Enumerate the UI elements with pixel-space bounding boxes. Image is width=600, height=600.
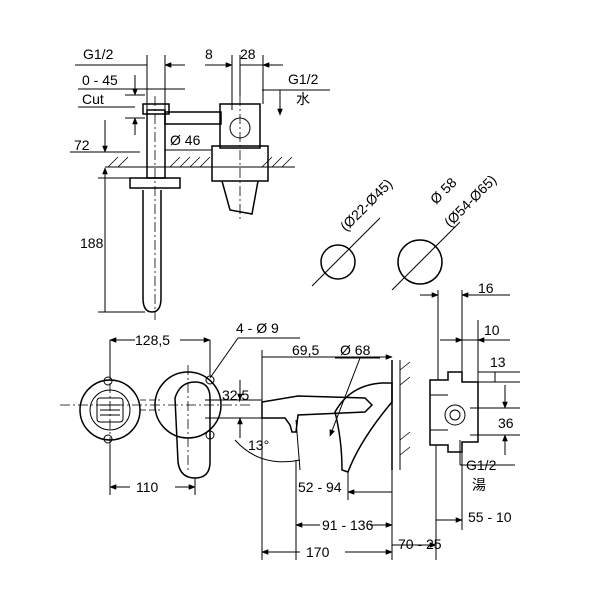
- rosette-small: [311, 217, 381, 287]
- front-view: [60, 360, 479, 479]
- mixer-lever: [174, 381, 211, 479]
- dim-g12-hot: G1/2: [466, 457, 497, 473]
- dim-g12-cold: G1/2: [288, 71, 319, 87]
- dim-188: 188: [80, 235, 104, 251]
- dim-128-5: 128,5: [135, 332, 170, 348]
- dim-70-25: 70 - 25: [398, 536, 442, 552]
- hot-water-char: 湯: [472, 477, 486, 493]
- dim-phi-22-45: (Ø22-Ø45): [337, 175, 396, 234]
- top-section-view: [70, 55, 330, 320]
- dim-46: Ø 46: [170, 132, 201, 148]
- dim-170: 170: [306, 544, 330, 560]
- dim-10: 10: [484, 322, 500, 338]
- dim-8: 8: [205, 46, 213, 62]
- dim-110: 110: [136, 479, 159, 495]
- dim-68: Ø 68: [340, 342, 371, 358]
- dim-36: 36: [498, 415, 514, 431]
- dim-cut: Cut: [82, 91, 104, 107]
- dim-13: 13: [490, 354, 506, 370]
- wall-hatching-front: [399, 361, 411, 456]
- cold-water-char: 水: [296, 91, 310, 107]
- dim-55-10: 55 - 10: [468, 509, 512, 525]
- mixer-handle-side: [334, 382, 393, 473]
- dim-holes: 4 - Ø 9: [236, 320, 279, 336]
- spout-body-side: [142, 190, 162, 313]
- dim-16: 16: [478, 280, 494, 296]
- front-dimension-lines: [109, 290, 520, 560]
- dim-28: 28: [240, 46, 256, 62]
- dim-52-94: 52 - 94: [298, 479, 342, 495]
- dim-69-5: 69,5: [292, 342, 319, 358]
- dim-angle-13: 13°: [248, 437, 269, 453]
- mounting-body: [429, 371, 479, 453]
- wall-hatching: [107, 156, 293, 168]
- dim-phi-58: Ø 58: [427, 174, 460, 207]
- dim-72: 72: [74, 137, 90, 153]
- rosette-large: [391, 221, 461, 291]
- dim-32-5: 32,5: [222, 387, 249, 403]
- spout-side-view: [261, 395, 374, 433]
- dim-g12-top: G1/2: [83, 46, 114, 62]
- dim-91-136: 91 - 136: [322, 517, 374, 533]
- dim-cut-range: 0 - 45: [82, 72, 118, 88]
